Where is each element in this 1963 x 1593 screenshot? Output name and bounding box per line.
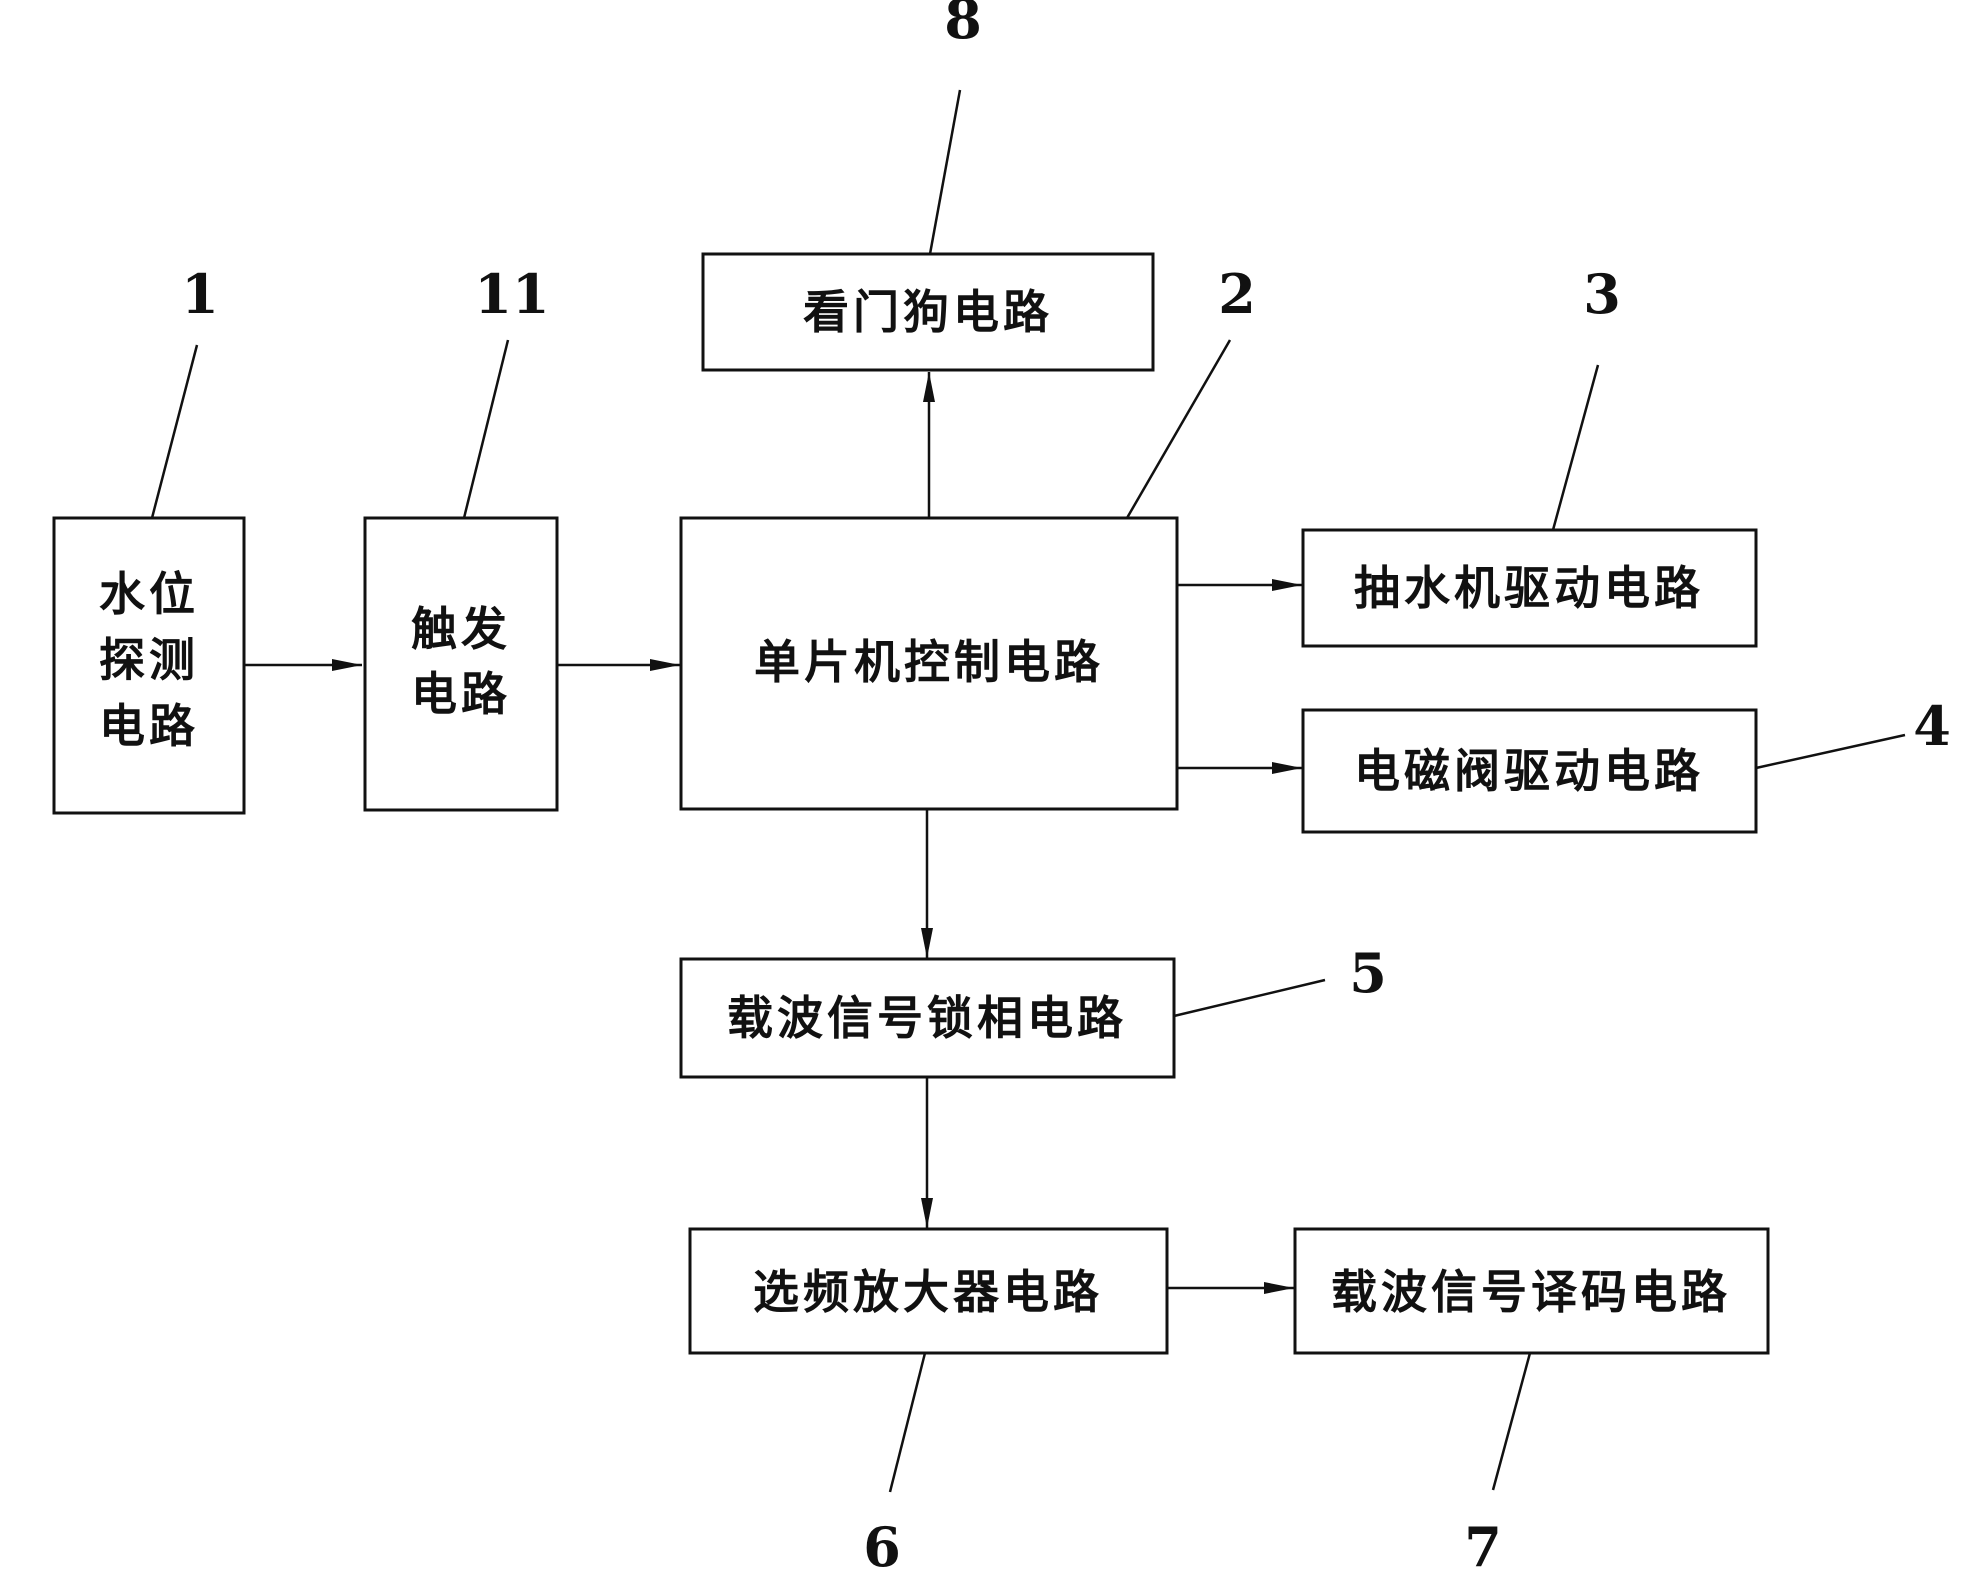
water-level-label-line-3: 电路 xyxy=(99,699,199,753)
carrier-decoder-label: 载波信号译码电路 xyxy=(1331,1265,1731,1319)
water-level-detection-block: 水位 探测 电路 xyxy=(52,516,246,815)
trigger-label-line-1: 触发 xyxy=(411,602,511,656)
ref-number-11: 11 xyxy=(474,262,549,326)
leader-line-3 xyxy=(1551,364,1600,531)
ref-number-5: 5 xyxy=(1349,941,1387,1005)
leader-line-7 xyxy=(1491,1352,1532,1491)
carrier-pll-block: 载波信号锁相电路 xyxy=(679,957,1176,1079)
trigger-label-line-2: 电路 xyxy=(411,667,511,721)
watchdog-block: 看门狗电路 xyxy=(701,252,1155,372)
valve-driver-block: 电磁阀驱动电路 xyxy=(1301,708,1758,834)
water-level-label-line-2: 探测 xyxy=(99,633,199,687)
ref-number-3: 3 xyxy=(1583,262,1621,326)
freq-amplifier-label: 选频放大器电路 xyxy=(753,1265,1103,1319)
mcu-label: 单片机控制电路 xyxy=(754,635,1104,689)
leader-line-1 xyxy=(150,344,199,519)
ref-number-8: 8 xyxy=(944,0,982,51)
ref-number-2: 2 xyxy=(1218,262,1256,326)
leader-line-5 xyxy=(1173,978,1326,1018)
leader-line-2 xyxy=(1125,339,1232,519)
leader-line-11 xyxy=(462,339,510,519)
pump-driver-block: 抽水机驱动电路 xyxy=(1301,528,1758,648)
carrier-decoder-block: 载波信号译码电路 xyxy=(1293,1227,1770,1355)
leader-line-4 xyxy=(1755,733,1906,770)
leader-line-8 xyxy=(928,89,962,255)
ref-number-7: 7 xyxy=(1464,1515,1502,1579)
carrier-pll-label: 载波信号锁相电路 xyxy=(727,991,1127,1045)
water-level-label-line-1: 水位 xyxy=(99,567,199,621)
ref-number-6: 6 xyxy=(863,1515,901,1579)
ref-number-4: 4 xyxy=(1913,694,1951,758)
freq-amplifier-block: 选频放大器电路 xyxy=(688,1227,1169,1355)
pump-driver-label: 抽水机驱动电路 xyxy=(1354,561,1704,615)
leader-line-6 xyxy=(888,1352,927,1493)
watchdog-label: 看门狗电路 xyxy=(803,285,1053,339)
mcu-control-block: 单片机控制电路 xyxy=(679,516,1179,811)
ref-number-1: 1 xyxy=(181,262,219,326)
trigger-block: 触发 电路 xyxy=(363,516,559,812)
valve-driver-label: 电磁阀驱动电路 xyxy=(1354,744,1704,798)
